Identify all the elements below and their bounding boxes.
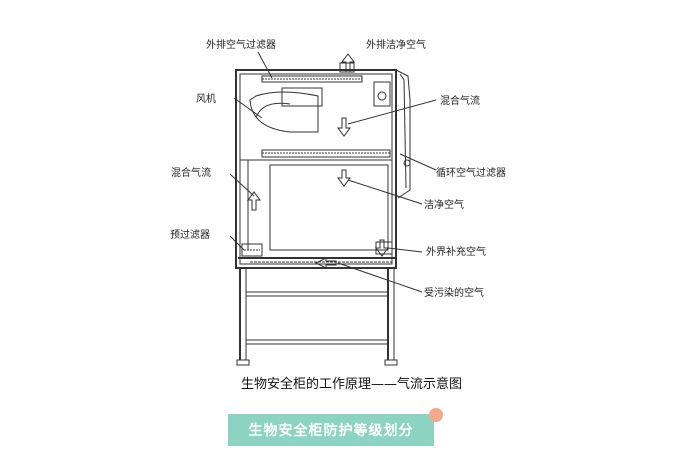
- mixed-down-arrow-top: [337, 117, 351, 137]
- label-exhaust-filter: 外排空气过滤器: [206, 38, 276, 51]
- cabinet-stand: [236, 268, 398, 366]
- leader-lines: [229, 51, 437, 293]
- mixed-up-arrow-left: [247, 191, 261, 211]
- cabinet-body: [235, 62, 411, 269]
- diagram-caption: 生物安全柜的工作原理——气流示意图: [241, 376, 462, 392]
- decorative-dot: [429, 408, 443, 422]
- label-fan: 风机: [196, 92, 216, 105]
- clean-down-arrow: [337, 169, 351, 187]
- label-mixed-air-left: 混合气流: [171, 166, 211, 179]
- protection-level-banner: 生物安全柜防护等级划分: [228, 414, 434, 446]
- label-recirc-filter: 循环空气过滤器: [436, 166, 506, 179]
- contaminated-left-arrow: [314, 257, 337, 269]
- label-exhaust-clean-air: 外排洁净空气: [366, 38, 426, 51]
- label-prefilter: 预过滤器: [170, 228, 210, 241]
- label-mixed-air-top: 混合气流: [440, 94, 480, 107]
- label-clean-air: 洁净空气: [424, 198, 464, 211]
- airflow-arrows: [247, 53, 389, 269]
- label-contaminated-air: 受污染的空气: [424, 286, 484, 299]
- exhaust-up-arrow: [341, 53, 355, 73]
- label-external-supply-air: 外界补充空气: [426, 245, 486, 258]
- supply-down-arrow: [375, 239, 389, 257]
